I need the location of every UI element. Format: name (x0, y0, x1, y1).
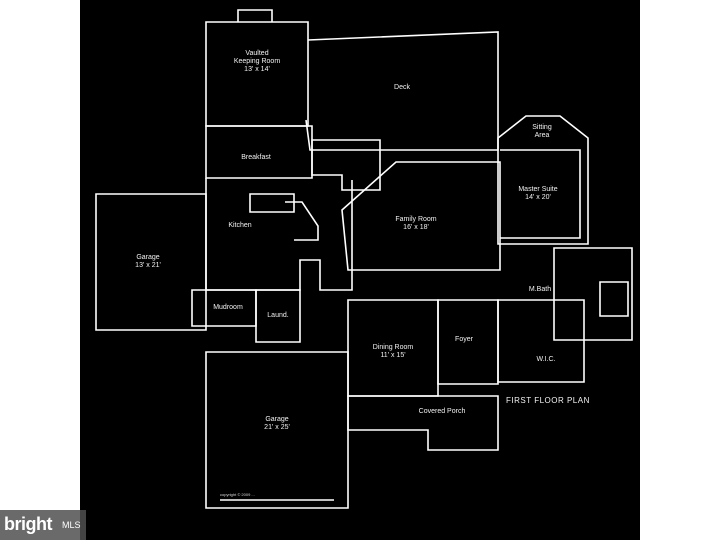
room-name: Garage (265, 416, 289, 423)
keeping-room-bay (237, 9, 273, 22)
kitchen-counter (285, 201, 319, 241)
kitchen-island (249, 193, 295, 213)
master-suite-walls (500, 149, 581, 239)
room-name: Master Suite (518, 186, 558, 193)
room-dimensions: 21' x 25' (264, 424, 290, 431)
plan-title: FIRST FLOOR PLAN (506, 396, 590, 405)
floor-plan-drawing (95, 9, 633, 509)
room-name: Dining Room (372, 344, 414, 351)
room-name: Vaulted Keeping Room (233, 50, 281, 65)
family-room-walls (341, 161, 501, 271)
room-dimensions: 16' x 18' (403, 224, 429, 231)
room-name: Mudroom (213, 304, 243, 311)
room-dimensions: 13' x 14' (244, 66, 270, 73)
room-label-garage-left: Garage 13' x 21' (135, 254, 161, 270)
room-name: Garage (136, 254, 160, 261)
room-label-mudroom: Mudroom (213, 304, 243, 312)
garage-left-walls (95, 193, 207, 331)
stairs-block (311, 139, 381, 191)
copyright-note: copyright © 2009 ... (220, 492, 255, 497)
room-name: Foyer (455, 336, 473, 343)
room-label-dining-room: Dining Room 11' x 15' (373, 344, 413, 360)
keeping-room-walls (205, 21, 309, 127)
laund-walls (255, 289, 301, 343)
watermark-brand: bright (4, 514, 53, 534)
room-dimensions: 13' x 21' (135, 262, 161, 269)
covered-porch-walls (347, 395, 499, 451)
m-bath-walls (553, 247, 633, 341)
room-name: Laund. (267, 312, 289, 319)
garage-main-walls (205, 351, 349, 509)
foyer-walls (437, 299, 499, 385)
room-label-laund: Laund. (267, 312, 288, 320)
floor-plan-canvas: Vaulted Keeping Room 13' x 14' Deck Sitt… (80, 0, 640, 540)
room-name: Covered Porch (418, 408, 466, 415)
room-label-covered-porch: Covered Porch (419, 408, 466, 416)
watermark-suffix: MLS (62, 520, 81, 530)
room-label-sitting-area: Sitting Area (532, 124, 551, 140)
room-label-deck: Deck (394, 84, 410, 92)
room-label-garage-main: Garage 21' x 25' (264, 416, 290, 432)
room-label-master-suite: Master Suite 14' x 20' (518, 186, 557, 202)
wic-walls (497, 299, 585, 383)
room-dimensions: 14' x 20' (525, 194, 551, 201)
room-name: M.Bath (528, 286, 552, 293)
room-label-family-room: Family Room 16' x 18' (395, 216, 436, 232)
room-name: Breakfast (241, 154, 271, 161)
room-label-kitchen: Kitchen (228, 222, 251, 230)
room-name: W.I.C. (536, 356, 556, 363)
room-label-wic: W.I.C. (536, 356, 555, 364)
tub (599, 281, 629, 317)
room-dimensions: 11' x 15' (380, 352, 406, 359)
room-label-vaulted-keeping-room: Vaulted Keeping Room 13' x 14' (234, 50, 280, 74)
room-label-foyer: Foyer (455, 336, 473, 344)
room-name: Sitting Area (532, 124, 552, 139)
room-name: Deck (394, 84, 410, 91)
breakfast-walls (205, 125, 313, 179)
room-label-m-bath: M.Bath (529, 286, 551, 294)
room-name: Family Room (395, 216, 437, 223)
sitting-area-walls (497, 115, 589, 245)
bright-mls-watermark: bright MLS (0, 510, 86, 540)
room-name: Kitchen (228, 222, 252, 229)
room-label-breakfast: Breakfast (241, 154, 271, 162)
